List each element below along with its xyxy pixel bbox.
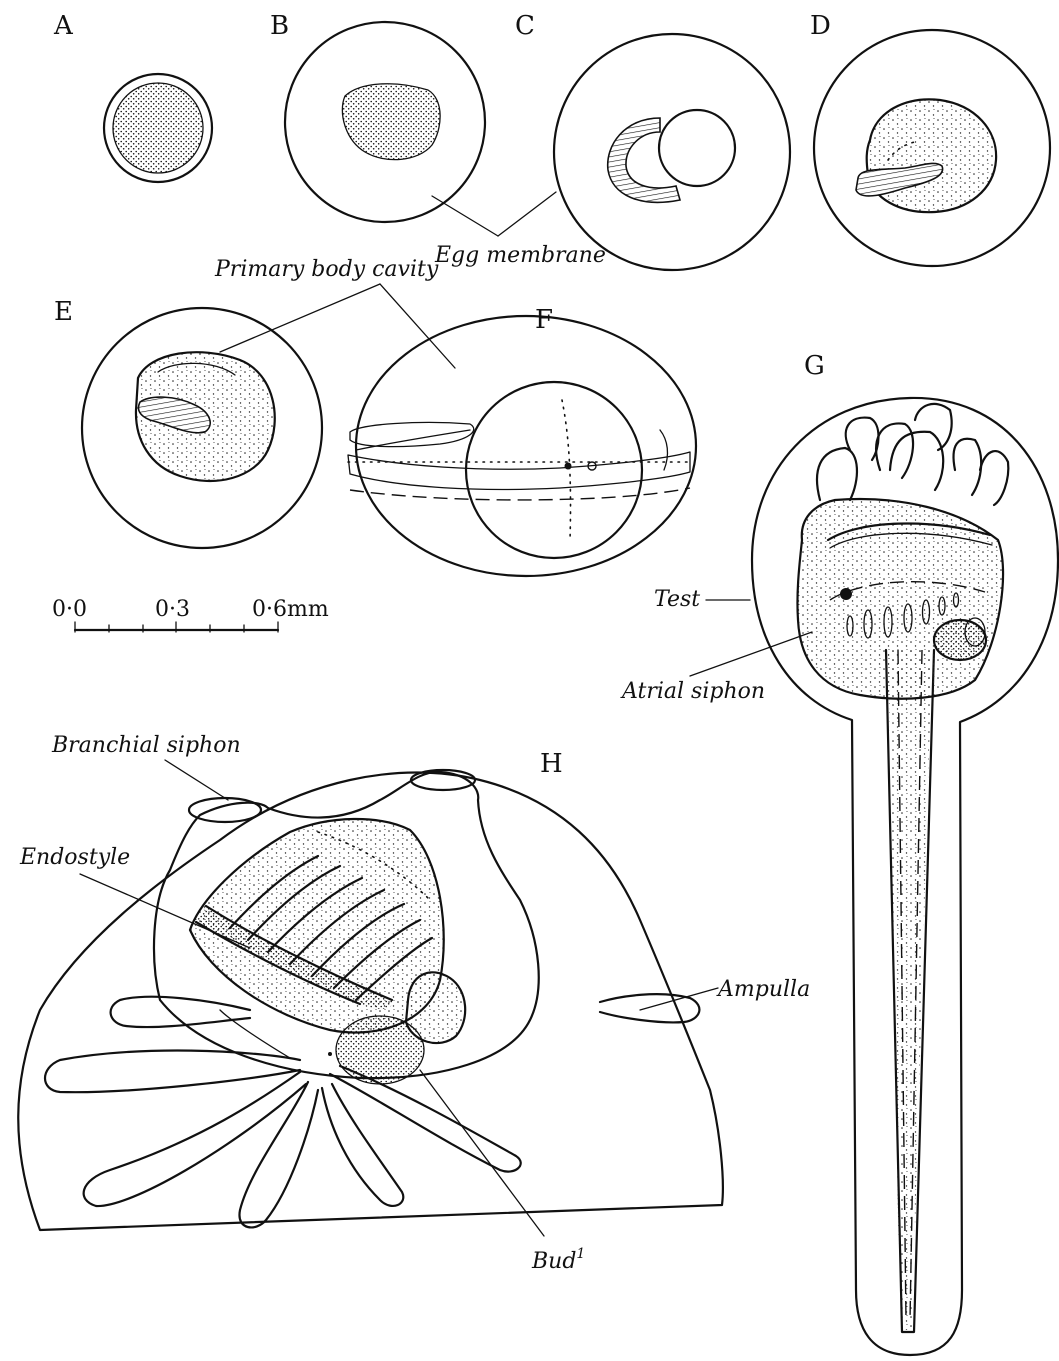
branchial-siphon-opening <box>189 798 261 822</box>
panel-d: D <box>810 11 1050 266</box>
panel-h: H <box>18 749 723 1230</box>
scale-bar: 0·0 0·3 0·6mm <box>52 597 329 632</box>
scale-tick-2: 0·6mm <box>252 597 329 622</box>
panel-letter-d: D <box>810 11 831 41</box>
panel-c: C <box>515 11 790 270</box>
tail-c <box>608 118 680 202</box>
panel-letter-f: F <box>535 305 553 335</box>
panel-letter-a: A <box>53 11 74 41</box>
branchial-siphon-label: Branchial siphon <box>51 733 241 758</box>
egg-membrane-label-group: Egg membrane <box>432 192 606 268</box>
panel-letter-c: C <box>515 11 535 41</box>
egg-membrane-label: Egg membrane <box>434 243 606 268</box>
panel-e: E <box>54 297 322 548</box>
primary-body-cavity-label: Primary body cavity <box>214 257 439 282</box>
panel-f: F <box>348 305 696 576</box>
panel-letter-e: E <box>54 297 73 327</box>
ampulla-label: Ampulla <box>716 977 810 1002</box>
panel-a: A <box>53 11 212 182</box>
egg-membrane-c <box>554 34 790 270</box>
trunk-f <box>466 382 642 558</box>
bud-label: Bud1 <box>531 1246 585 1274</box>
test-label: Test <box>654 587 700 612</box>
scale-tick-0: 0·0 <box>52 597 87 622</box>
branchial-siphon-label-group: Branchial siphon <box>51 733 241 800</box>
panel-g: G <box>752 351 1058 1355</box>
scale-tick-1: 0·3 <box>155 597 190 622</box>
larval-trunk <box>797 499 1003 699</box>
test-label-group: Test <box>654 587 750 612</box>
tail-f <box>348 452 690 489</box>
primary-body-cavity-label-group: Primary body cavity <box>214 257 455 368</box>
embryo-b <box>342 84 440 160</box>
panel-letter-g: G <box>804 351 825 381</box>
panel-letter-b: B <box>270 11 289 41</box>
atrial-siphon-label: Atrial siphon <box>620 679 765 704</box>
panel-b: B <box>270 11 485 222</box>
endostyle-label: Endostyle <box>19 845 130 870</box>
panel-letter-h: H <box>540 749 563 779</box>
